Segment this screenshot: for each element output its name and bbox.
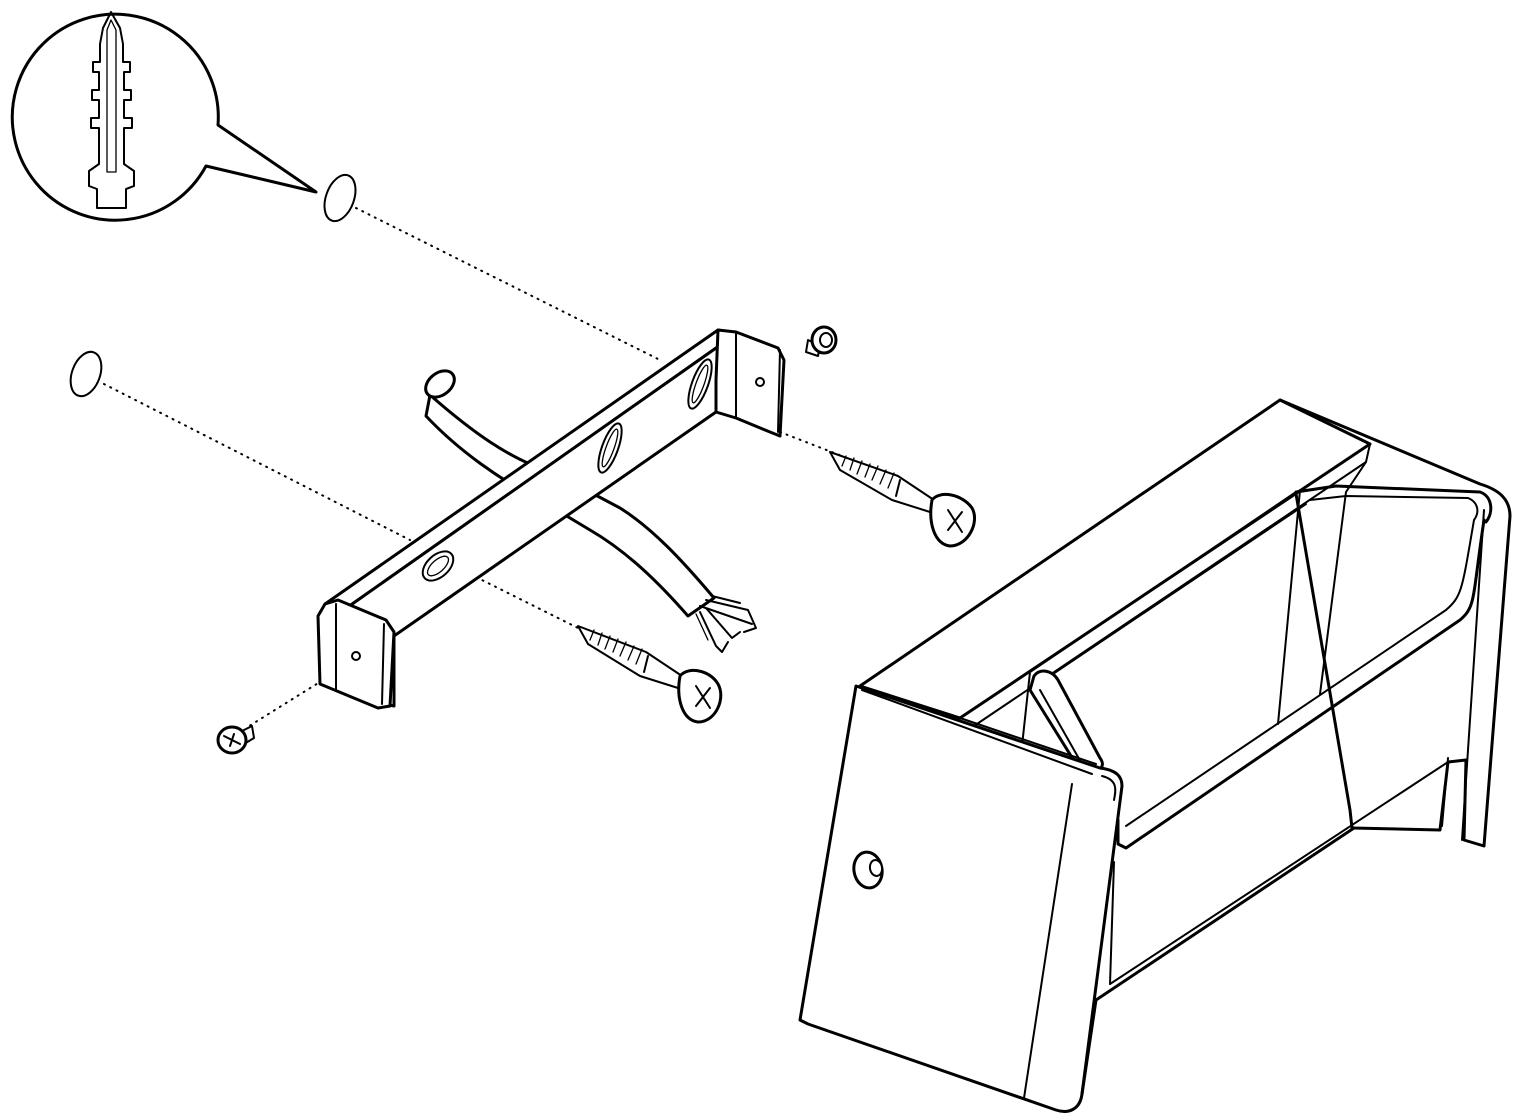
screw-icon [829, 451, 976, 548]
screw-icon [216, 725, 255, 755]
mounting-bracket [316, 328, 786, 710]
small-screw-right [805, 325, 838, 357]
screw-icon [577, 625, 723, 724]
assembly-guide-lines [103, 207, 843, 729]
wall-plug-hole-upper [323, 173, 357, 223]
small-screw-left [216, 725, 255, 755]
wall-plug-detail-callout [10, 11, 318, 222]
wall-plug-hole-lower [69, 350, 103, 398]
wood-screw-lower [577, 625, 723, 724]
wall-plug-icon [88, 11, 135, 209]
wood-screw-upper [829, 451, 976, 548]
screw-icon [805, 325, 838, 357]
lamp-housing [798, 398, 1512, 1113]
